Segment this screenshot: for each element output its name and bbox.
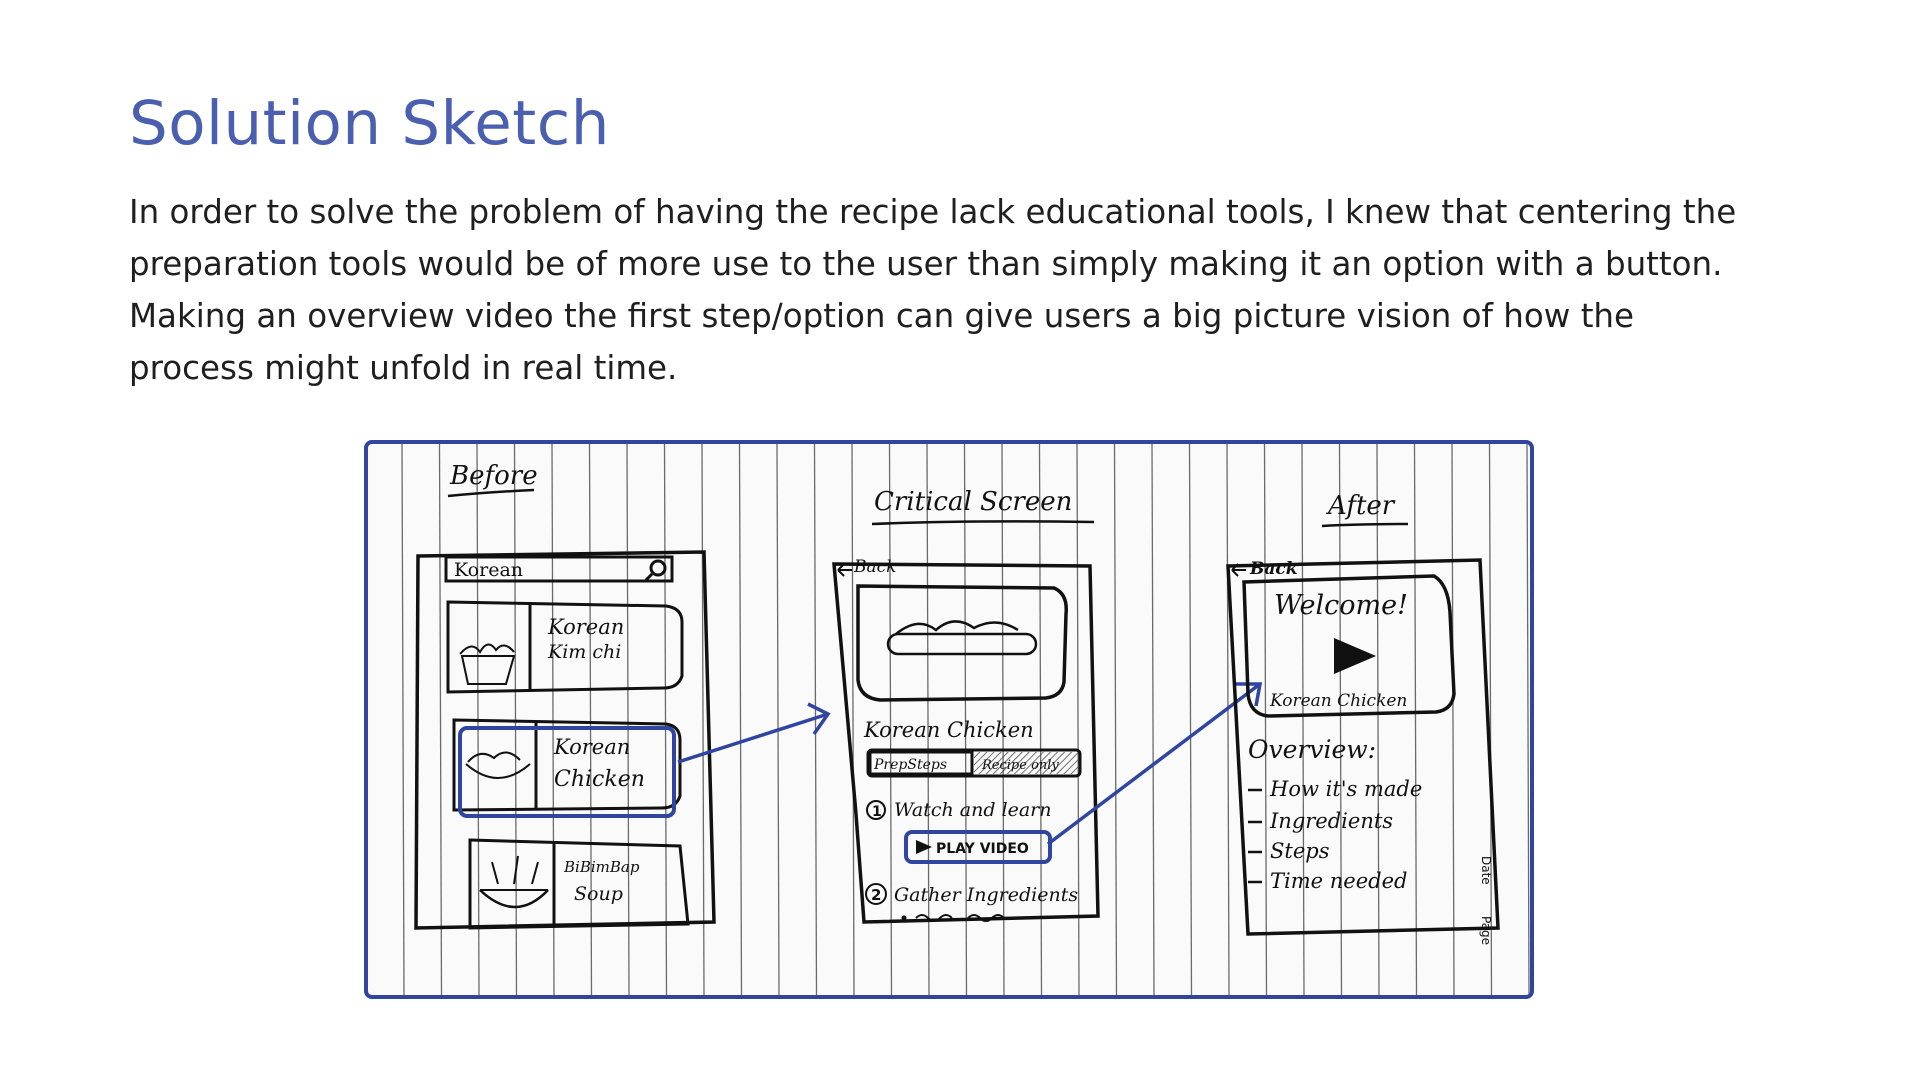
ruled-line [1526, 444, 1530, 995]
before-list-item-korean-chicken: Korean Chicken [452, 718, 682, 818]
ruled-line [1413, 444, 1418, 995]
critical-back-link: Back [853, 557, 896, 577]
ruled-line [1188, 444, 1193, 995]
ruled-line [438, 444, 443, 995]
page-title: Solution Sketch [129, 88, 610, 159]
ruled-line [888, 444, 893, 995]
after-overview-list: How it's made Ingredients Steps Time nee… [1248, 777, 1422, 893]
ruled-line [401, 444, 405, 995]
svg-text:Korean: Korean [553, 735, 630, 759]
tab-recipe-only: Recipe only [981, 758, 1059, 773]
ruled-line [776, 444, 780, 995]
notebook-ruled-lines [401, 444, 1530, 995]
step-one-badge [866, 800, 886, 820]
svg-text:BiBimBap: BiBimBap [563, 858, 640, 876]
sketch-drawing: Before Korean Korean Kim chi [401, 444, 1530, 995]
after-back-link: Back [1249, 559, 1298, 579]
magnifier-icon [644, 559, 667, 582]
kimchi-bowl-icon [460, 655, 516, 685]
before-heading: Before [449, 461, 538, 491]
tab-prep-steps: PrepSteps [873, 757, 947, 773]
play-icon [1334, 638, 1376, 674]
chicken-bowl-icon [465, 763, 531, 779]
ruled-line [738, 444, 743, 995]
critical-step-one: Watch and learn [894, 799, 1052, 821]
before-search-bar [444, 555, 674, 583]
intro-paragraph: In order to solve the problem of having … [129, 193, 1737, 387]
ruled-line [1076, 444, 1080, 995]
ruled-line [701, 444, 705, 995]
list-item: Time needed [1270, 869, 1407, 893]
svg-text:Kim chi: Kim chi [547, 641, 621, 663]
back-arrow-icon [837, 563, 852, 577]
back-arrow-icon [1231, 563, 1246, 577]
ruled-line [1338, 444, 1343, 995]
after-phone-frame [1226, 558, 1500, 936]
ruled-line [626, 444, 630, 995]
ruled-line [963, 444, 968, 995]
ruled-line [1488, 444, 1493, 995]
highlight-box [458, 726, 676, 818]
after-video-caption: Korean Chicken [1269, 691, 1407, 711]
ruled-line [663, 444, 668, 995]
ruled-line [1151, 444, 1155, 995]
critical-recipe-title: Korean Chicken [863, 718, 1034, 742]
ruled-line [1001, 444, 1005, 995]
ruled-line [851, 444, 855, 995]
before-screen: Before Korean Korean Kim chi [414, 461, 716, 930]
play-video-button [904, 830, 1052, 864]
ruled-line [1451, 444, 1455, 995]
ruled-line [1113, 444, 1118, 995]
after-video-frame [1242, 574, 1456, 718]
critical-heading: Critical Screen [874, 487, 1072, 517]
after-heading: After [1326, 491, 1396, 521]
before-list-item: BiBimBap Soup [468, 838, 690, 930]
play-video-label: PLAY VIDEO [936, 841, 1029, 857]
notebook-date-mark: Date [1479, 856, 1493, 885]
list-item: Ingredients [1269, 809, 1393, 833]
ruled-line [1038, 444, 1043, 995]
ruled-line [1226, 444, 1230, 995]
ruled-line [513, 444, 518, 995]
solution-sketch-image: Before Korean Korean Kim chi [364, 440, 1534, 999]
critical-step-two: Gather Ingredients [894, 884, 1078, 906]
arrow-critical-to-after [1046, 682, 1263, 846]
svg-text:Soup: Soup [574, 883, 623, 905]
before-list-item: Korean Kim chi [446, 600, 684, 694]
list-item: Steps [1270, 839, 1330, 863]
play-icon [916, 840, 932, 854]
list-item: How it's made [1269, 777, 1422, 801]
critical-video-frame [856, 584, 1068, 702]
after-welcome: Welcome! [1274, 590, 1408, 621]
ruled-line [588, 444, 593, 995]
before-search-text: Korean [454, 559, 523, 581]
step-two-badge [865, 883, 887, 905]
notebook-page-mark: Page [1479, 916, 1493, 945]
critical-tab-bar [866, 748, 1082, 778]
ruled-line [926, 444, 930, 995]
svg-text:Chicken: Chicken [554, 767, 645, 792]
critical-screen: Critical Screen Back Korean Chicken Prep… [832, 487, 1100, 924]
after-overview-label: Overview: [1248, 735, 1376, 764]
dish-illustration-icon [886, 620, 1038, 656]
soup-bowl-icon [479, 889, 549, 909]
svg-text:1: 1 [872, 804, 882, 820]
after-screen: After Back Welcome! Korean Chicken Overv… [1226, 491, 1500, 945]
ruled-line [1301, 444, 1305, 995]
arrow-before-to-critical [677, 702, 831, 764]
before-phone-frame [414, 550, 716, 930]
ruled-line [1263, 444, 1268, 995]
svg-text:2: 2 [871, 886, 881, 904]
svg-text:Korean: Korean [547, 615, 624, 639]
ruled-line [1376, 444, 1380, 995]
